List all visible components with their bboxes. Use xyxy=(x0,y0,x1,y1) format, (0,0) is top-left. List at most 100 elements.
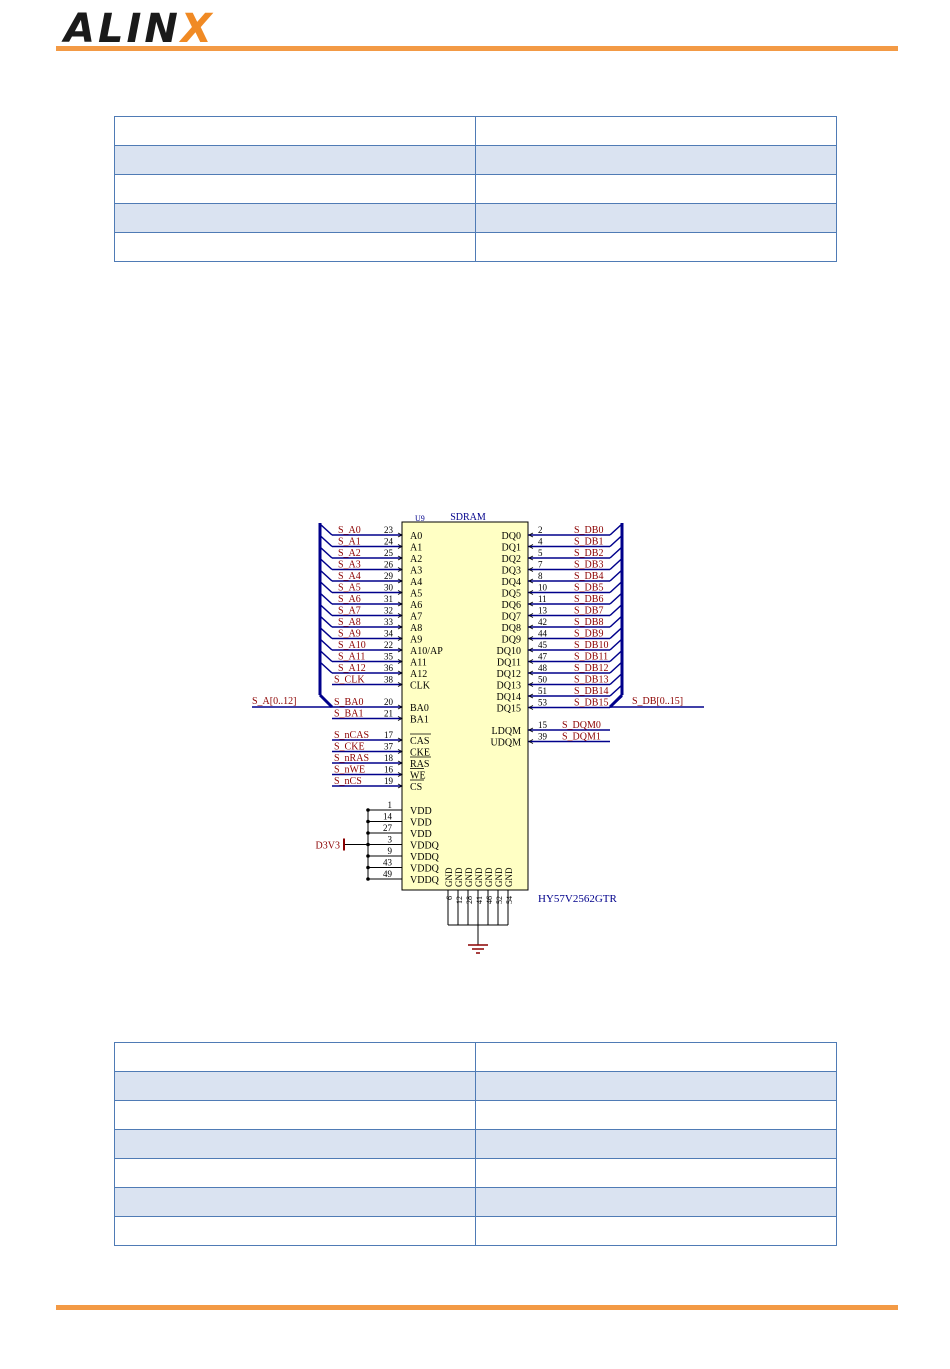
pin-num-21: 21 xyxy=(384,709,393,719)
pin-name-BA1: BA1 xyxy=(410,715,429,726)
pin-name-gnd-6: GND xyxy=(444,867,454,887)
bus-entry-13 xyxy=(609,603,623,617)
table-cell xyxy=(475,145,837,175)
bus-entry-42 xyxy=(609,615,623,628)
pin-name-CKE: CKE xyxy=(410,748,430,759)
net-label-S_A11: S_A11 xyxy=(338,652,365,663)
bus-entry-51 xyxy=(609,684,623,697)
bus-entry-30 xyxy=(319,580,333,594)
bus-entry-47 xyxy=(609,649,623,663)
pin-name-gnd-52: GND xyxy=(494,867,504,887)
pin-arrow-8 xyxy=(528,578,534,584)
table-cell xyxy=(114,1187,476,1217)
pin-name-gnd-28: GND xyxy=(464,867,474,887)
pin-arrow-16 xyxy=(397,772,403,777)
table-cell xyxy=(114,1042,476,1072)
pin-arrow-45 xyxy=(528,647,534,653)
table-cell xyxy=(475,116,837,146)
bus-entry-22 xyxy=(319,638,333,651)
pin-num-2: 2 xyxy=(538,525,543,535)
bus-entry-5 xyxy=(609,546,623,559)
pin-num-5: 5 xyxy=(538,548,543,558)
net-label-S_A2: S_A2 xyxy=(338,548,361,559)
junction-dot-49 xyxy=(366,877,370,881)
net-label-S_A7: S_A7 xyxy=(338,606,361,617)
pin-name-A1: A1 xyxy=(410,543,422,554)
pin-name-UDQM: UDQM xyxy=(490,738,521,749)
pin-arrow-25 xyxy=(397,555,403,561)
pin-num-18: 18 xyxy=(384,753,394,763)
pin-num-26: 26 xyxy=(384,560,394,570)
net-label-S_A10: S_A10 xyxy=(338,640,366,651)
pin-num-29: 29 xyxy=(384,571,394,581)
pin-arrow-31 xyxy=(397,601,403,607)
net-label-S_nRAS: S_nRAS xyxy=(334,753,369,764)
bus-entry-10 xyxy=(609,580,623,594)
pin-num-12: 12 xyxy=(455,896,464,904)
chip-title: SDRAM xyxy=(450,512,486,523)
pin-num-54: 54 xyxy=(505,896,514,904)
net-label-S_A6: S_A6 xyxy=(338,594,361,605)
net-label-S_A1: S_A1 xyxy=(338,537,361,548)
pin-arrow-4 xyxy=(528,544,534,549)
pin-arrow-29 xyxy=(397,578,403,584)
pin-arrow-36 xyxy=(397,670,403,676)
net-label-S_nWE: S_nWE xyxy=(334,765,365,776)
table-cell xyxy=(475,174,837,204)
pin-arrow-22 xyxy=(397,647,403,653)
table-cell xyxy=(114,145,476,175)
pin-num-11: 11 xyxy=(538,594,547,604)
pin-num-34: 34 xyxy=(384,629,394,639)
net-label-S_DB11: S_DB11 xyxy=(574,652,608,663)
net-label-S_BA0: S_BA0 xyxy=(334,697,363,708)
pin-name-DQ11: DQ11 xyxy=(497,658,521,669)
net-label-S_DB3: S_DB3 xyxy=(574,560,603,571)
pin-name-VDDQ: VDDQ xyxy=(410,864,440,875)
pin-num-31: 31 xyxy=(384,594,393,604)
pin-name-DQ9: DQ9 xyxy=(502,635,521,646)
table-row xyxy=(114,145,837,175)
pin-num-10: 10 xyxy=(538,583,548,593)
pin-num-36: 36 xyxy=(384,663,394,673)
pin-num-3: 3 xyxy=(388,835,393,845)
net-label-S_DB2: S_DB2 xyxy=(574,548,603,559)
pin-name-A2: A2 xyxy=(410,554,422,565)
table-cell xyxy=(114,174,476,204)
pin-arrow-39 xyxy=(528,739,534,744)
pin-name-A8: A8 xyxy=(410,623,422,634)
pin-arrow-47 xyxy=(528,659,534,664)
pin-num-19: 19 xyxy=(384,776,394,786)
pin-num-32: 32 xyxy=(384,606,393,616)
bus-right-label: S_DB[0..15] xyxy=(632,696,683,707)
pin-arrow-11 xyxy=(528,601,534,607)
net-label-S_DB5: S_DB5 xyxy=(574,583,603,594)
bus-entry-45 xyxy=(609,638,623,651)
pin-name-CLK: CLK xyxy=(410,681,431,692)
header-logo: ALINX xyxy=(64,6,215,52)
table-cell xyxy=(114,1129,476,1159)
table-row xyxy=(114,232,837,262)
pin-arrow-30 xyxy=(397,590,403,595)
pin-num-38: 38 xyxy=(384,675,394,685)
pin-num-51: 51 xyxy=(538,686,547,696)
pin-num-13: 13 xyxy=(538,606,548,616)
table-cell xyxy=(114,203,476,233)
pin-num-28: 28 xyxy=(465,896,474,904)
pin-num-7: 7 xyxy=(538,560,543,570)
table-cell xyxy=(114,1071,476,1101)
bus-left-label: S_A[0..12] xyxy=(252,696,296,707)
pin-arrow-37 xyxy=(397,749,403,754)
pin-num-49: 49 xyxy=(383,869,393,879)
bus-entry-23 xyxy=(319,523,333,536)
chip-ref: U9 xyxy=(415,514,425,523)
pin-num-44: 44 xyxy=(538,629,548,639)
pin-name-A7: A7 xyxy=(410,612,422,623)
pin-arrow-19 xyxy=(397,783,403,789)
net-label-S_CLK: S_CLK xyxy=(334,675,365,686)
table-cell xyxy=(475,1100,837,1130)
net-label-S_DB14: S_DB14 xyxy=(574,686,608,697)
power-net-label: D3V3 xyxy=(316,841,340,852)
table-row xyxy=(114,1187,837,1217)
net-label-S_DB12: S_DB12 xyxy=(574,663,608,674)
pin-name-DQ14: DQ14 xyxy=(497,692,521,703)
